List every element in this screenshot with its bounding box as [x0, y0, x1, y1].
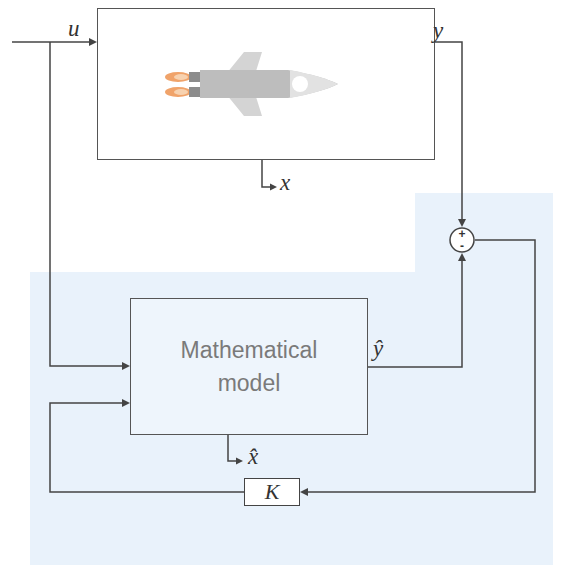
gain-box: K — [244, 478, 300, 506]
rocket-flame — [165, 87, 191, 97]
plant-box — [97, 8, 435, 160]
summing-junction: +- — [449, 227, 475, 253]
rocket-engine — [189, 87, 203, 97]
arrow-head — [300, 488, 308, 496]
arrow-head — [458, 253, 466, 261]
rocket-window — [292, 76, 308, 92]
arrow-head — [122, 362, 130, 370]
rocket-body — [200, 70, 338, 98]
signal-name: x — [280, 170, 290, 196]
sign-label: + — [449, 228, 475, 240]
rocket-fin — [218, 84, 262, 116]
rocket-engine — [189, 72, 203, 82]
rocket-flame — [174, 74, 188, 80]
signal-name: ŷ — [373, 336, 383, 362]
arrow-head — [458, 219, 466, 227]
arrow-head — [89, 38, 97, 46]
signal-connector — [368, 253, 466, 367]
sign-label: - — [449, 240, 475, 252]
rocket-flame — [165, 72, 191, 82]
node-label: Mathematical model — [171, 334, 327, 398]
signal-connector — [50, 399, 244, 492]
input-wire — [12, 41, 91, 43]
signal-name: x̂ — [248, 444, 258, 470]
signal-connector — [300, 240, 535, 496]
gain-label: K — [265, 479, 280, 505]
connector-line — [306, 240, 535, 492]
process-box: Mathematical model — [130, 298, 368, 435]
junction-circle — [450, 228, 474, 252]
arrow-head — [270, 184, 277, 191]
signal-connector — [435, 42, 466, 227]
rocket-nose — [290, 70, 338, 98]
arrow-head — [122, 399, 130, 407]
connector-line — [368, 259, 462, 367]
arrow-head — [236, 458, 243, 465]
observer-region — [30, 193, 553, 565]
rocket-illustration — [165, 52, 338, 116]
state-output-wire — [262, 160, 271, 187]
connector-line — [50, 403, 244, 492]
estimate-output-wire — [228, 435, 237, 461]
signal-name: u — [68, 16, 80, 42]
rocket-fin — [218, 52, 262, 84]
connector-line — [435, 42, 462, 221]
rocket-flame — [174, 89, 188, 95]
